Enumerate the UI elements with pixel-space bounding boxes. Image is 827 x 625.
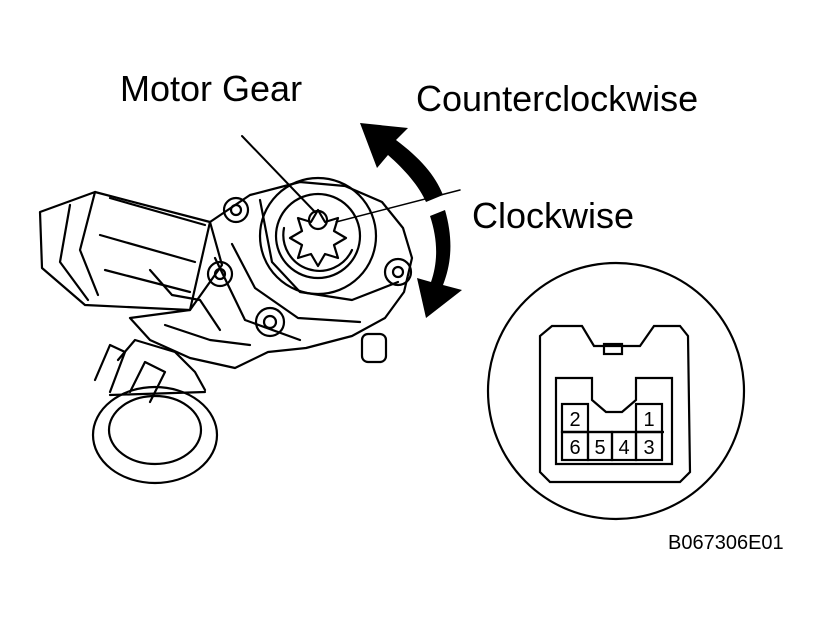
pin-label: 4: [618, 437, 629, 459]
counterclockwise-arrow-icon: [360, 123, 443, 202]
motor-gear-icon: [288, 208, 348, 268]
rotation-arrows: [360, 123, 462, 318]
motor-gear-label: Motor Gear: [120, 68, 303, 109]
figure-code: B067306E01: [668, 532, 784, 554]
mount-boss: [254, 306, 286, 338]
counterclockwise-label: Counterclockwise: [416, 78, 699, 119]
connector-housing: [538, 324, 692, 484]
pin-label: 6: [569, 437, 580, 459]
motor-cylinder: [38, 190, 224, 312]
connector-latch: [602, 342, 624, 356]
pin-label: 2: [569, 409, 580, 431]
mount-boss: [222, 196, 250, 224]
connector-cavity: [554, 376, 674, 466]
clockwise-arrow-icon: [417, 210, 462, 318]
gear-drum: [116, 338, 207, 392]
pin-label: 1: [643, 409, 654, 431]
mount-boss: [383, 257, 413, 287]
pin-label: 5: [594, 437, 605, 459]
motor-gear-leader-line: [241, 135, 316, 213]
mount-boss: [206, 260, 234, 288]
connector-pin-labels: 2 1 6 5 4 3: [569, 409, 654, 459]
clockwise-label: Clockwise: [472, 195, 635, 236]
pin-cell-3: [634, 430, 664, 462]
connector-callout-circle: [486, 261, 746, 521]
pin-label: 3: [643, 437, 654, 459]
motor-assembly: [38, 176, 414, 485]
gear-housing: [128, 180, 414, 370]
connector-detail: [486, 261, 746, 521]
